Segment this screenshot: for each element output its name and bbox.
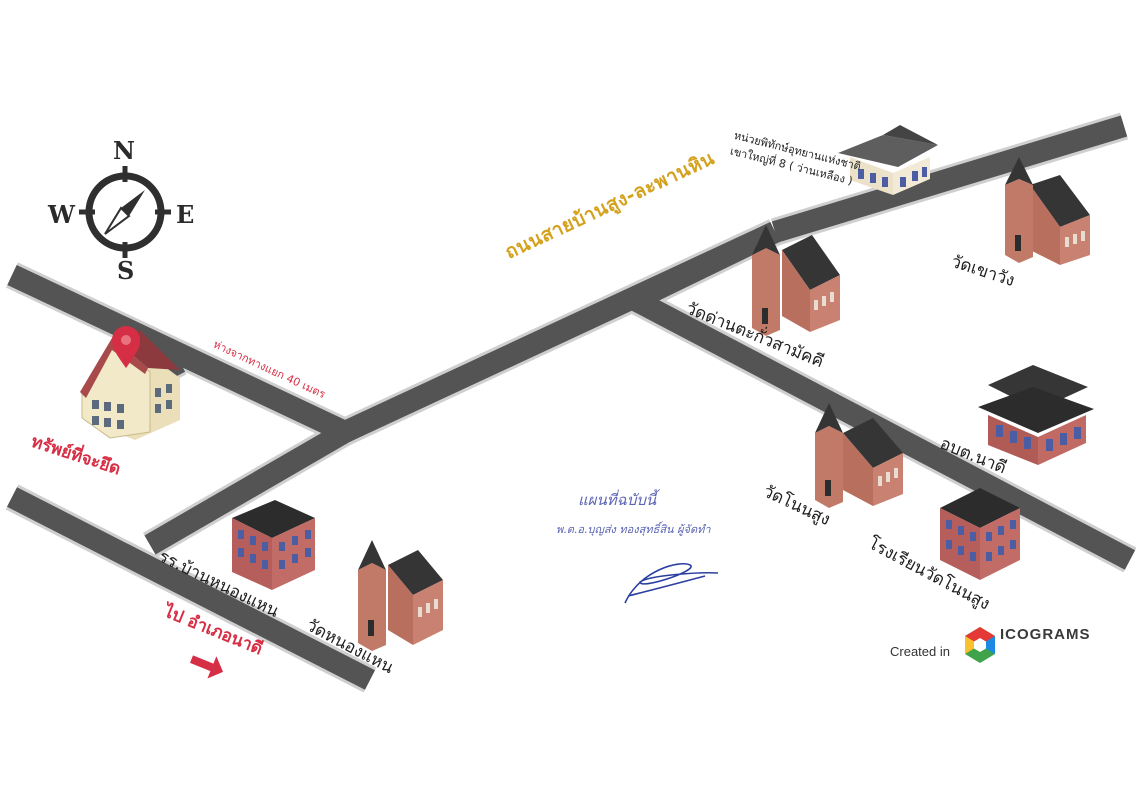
park-unit-icon (838, 125, 938, 195)
icograms-logo-icon (965, 627, 995, 663)
compass-icon (79, 166, 171, 258)
signature-scribble (624, 563, 719, 604)
target-house-icon (80, 330, 180, 440)
road-bottom (6, 487, 376, 690)
compass-east: E (176, 200, 195, 229)
handwritten-line-1: แผนที่ฉบับนี้ (578, 491, 657, 509)
handwritten-line-2: พ.ต.อ.บุญส่ง ทองสุทธิ์สิน ผู้จัดทำ (556, 523, 711, 536)
location-pin-icon (112, 326, 140, 368)
road-junction (630, 222, 780, 310)
credit-prefix: Created in (890, 644, 950, 659)
compass-west: W (48, 200, 75, 229)
compass-south: S (117, 256, 135, 285)
wat-dan-takua-icon (752, 225, 840, 336)
road-left-upper (7, 265, 350, 442)
direction-arrow-icon (190, 655, 224, 679)
wat-khao-wang-icon (1005, 157, 1090, 265)
school-wat-non-sung-icon (940, 488, 1020, 580)
school-ban-nong-haen-icon (232, 500, 315, 590)
road-left-connector (144, 422, 351, 555)
compass-north: N (113, 136, 135, 165)
road-network (5, 112, 1136, 693)
wat-non-sung-icon (815, 403, 903, 508)
obt-nadi-icon (978, 365, 1094, 465)
road-upper-right (771, 115, 1128, 243)
wat-nong-haen-icon (358, 540, 443, 651)
credit-brand: ICOGRAMS (1000, 626, 1091, 643)
